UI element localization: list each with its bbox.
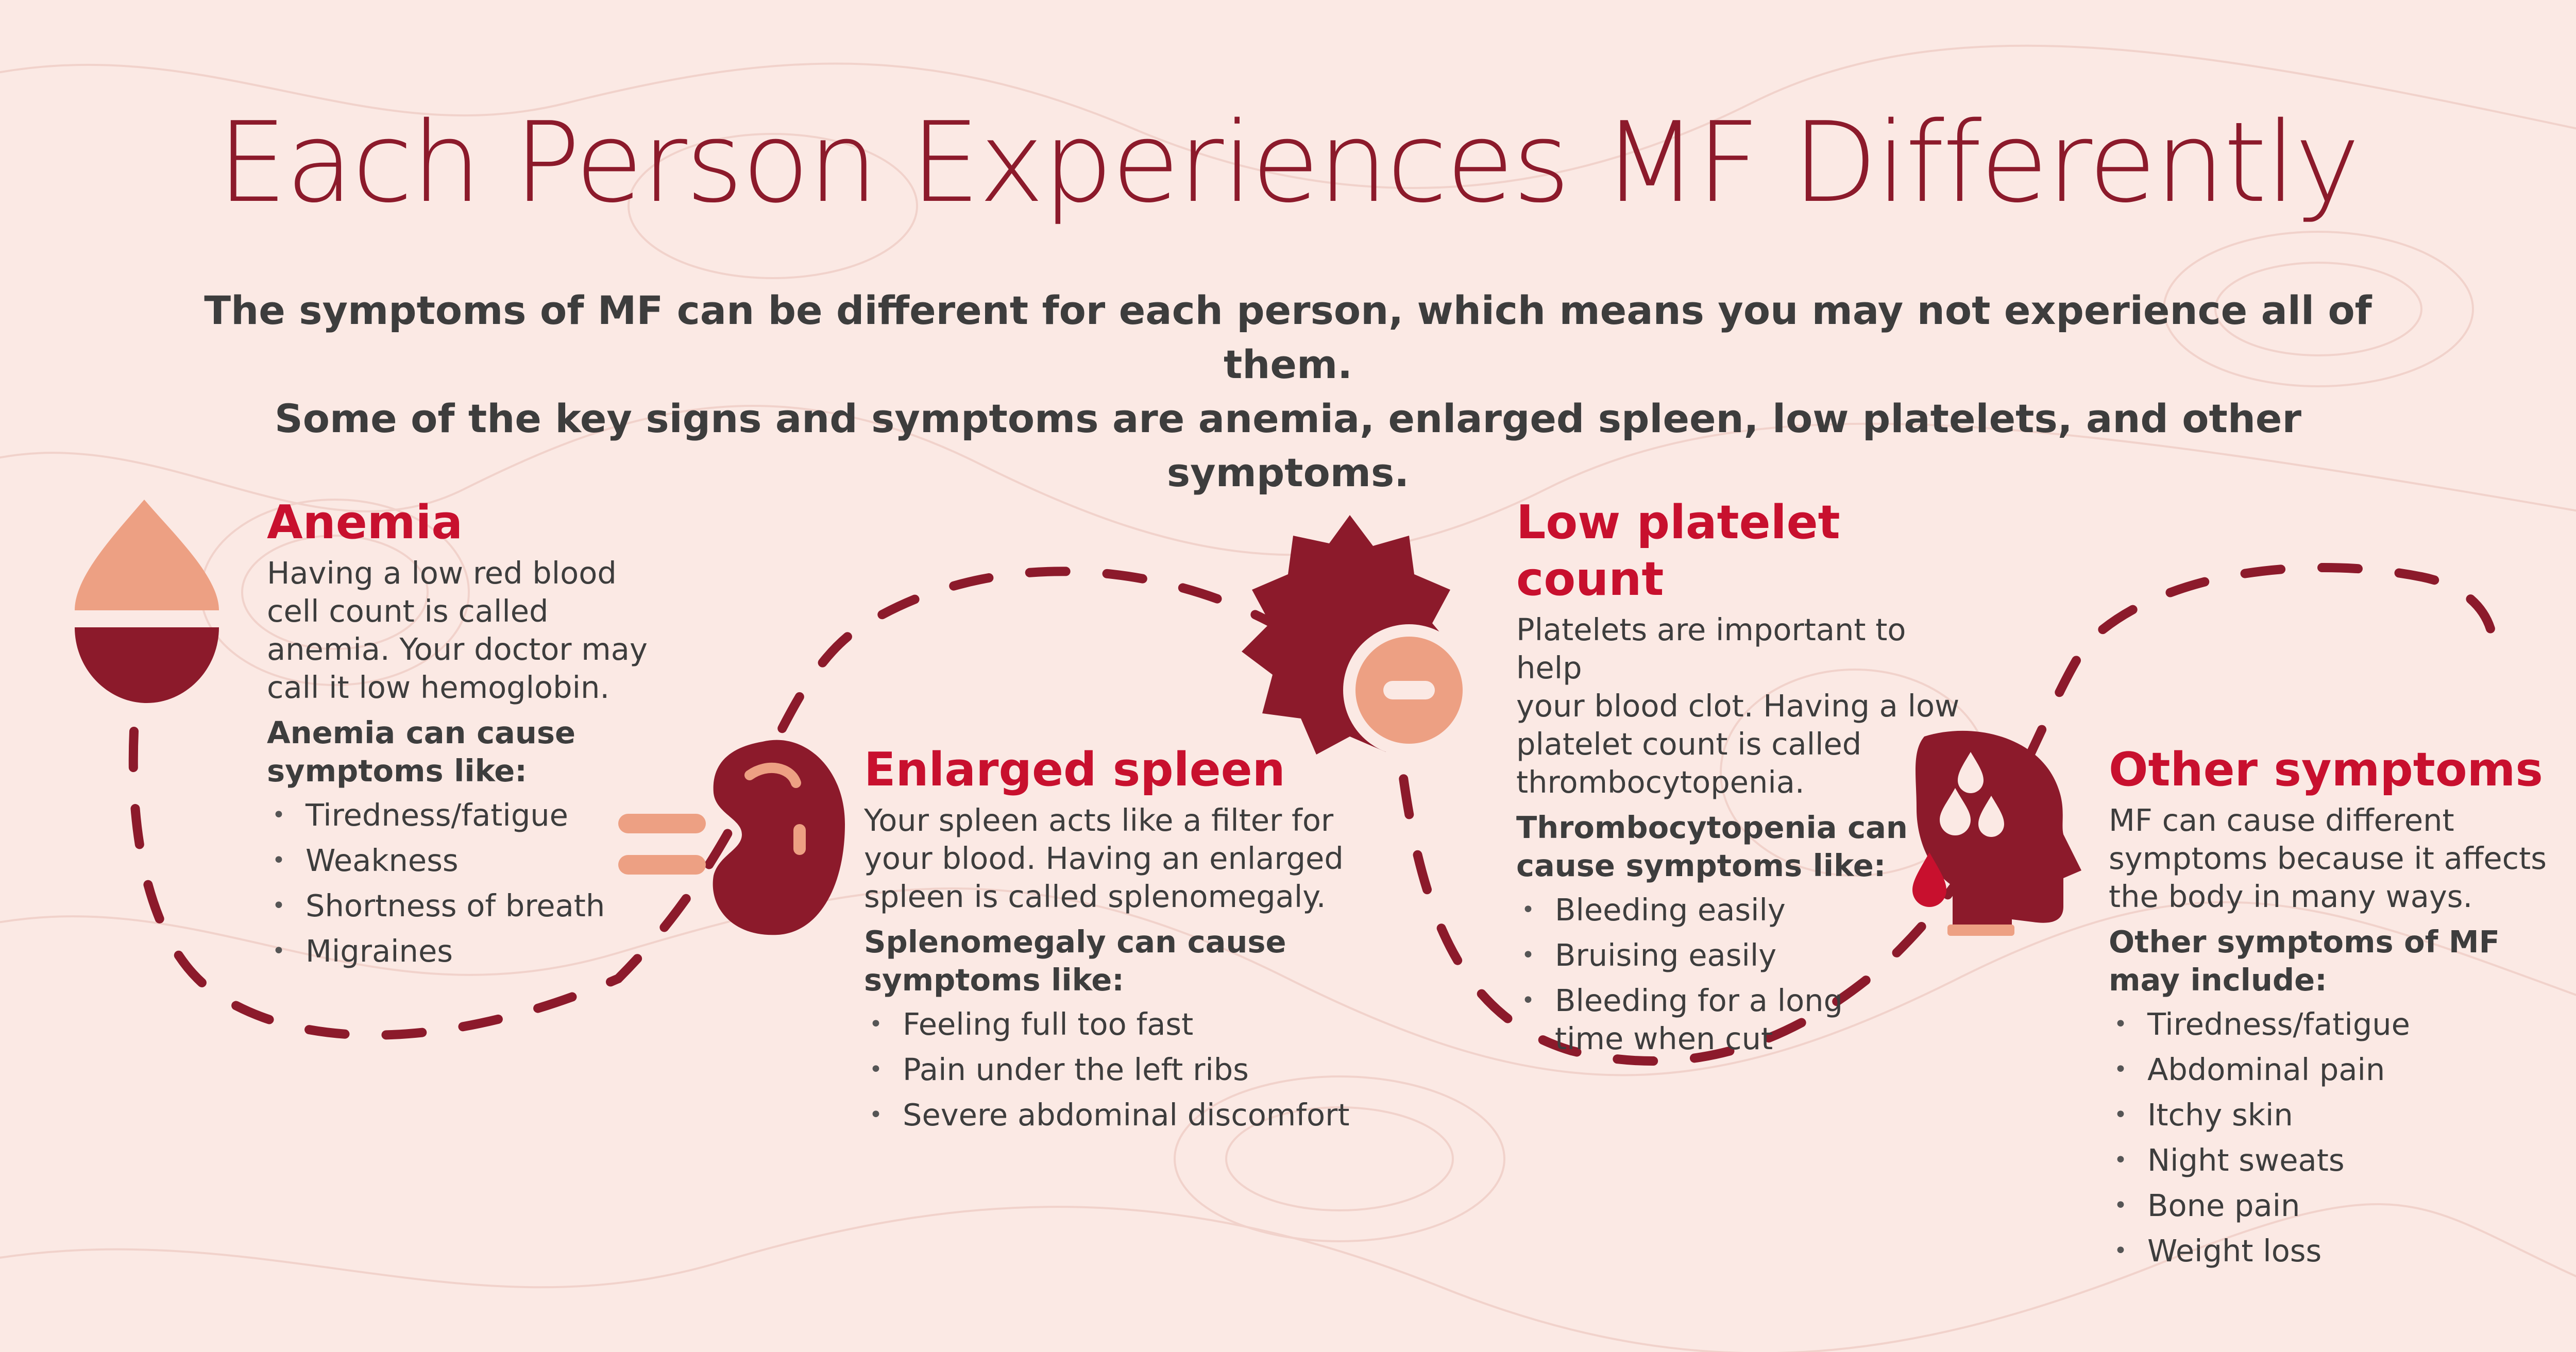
- other-description: MF can cause different symptoms because …: [2109, 801, 2562, 916]
- list-item: Feeling full too fast: [864, 1005, 1379, 1043]
- platelet-section: Low platelet count Platelets are importa…: [1516, 494, 1980, 1065]
- list-item: Itchy skin: [2109, 1096, 2562, 1134]
- spleen-sub-line: symptoms like:: [864, 962, 1124, 998]
- platelet-subheading: Thrombocytopenia can cause symptoms like…: [1516, 809, 1980, 885]
- intro-line-2: Some of the key signs and symptoms are a…: [275, 396, 2301, 495]
- anemia-desc-line: cell count is called: [267, 593, 549, 629]
- list-item: Bone pain: [2109, 1187, 2562, 1225]
- spleen-description: Your spleen acts like a filter for your …: [864, 801, 1379, 916]
- anemia-symptom-list: Tiredness/fatigue Weakness Shortness of …: [267, 796, 658, 970]
- blood-drop-icon: [75, 500, 219, 703]
- list-item: Tiredness/fatigue: [267, 796, 658, 834]
- list-item: Pain under the left ribs: [864, 1051, 1379, 1089]
- platelet-desc-line: thrombocytopenia.: [1516, 764, 1805, 800]
- list-item: Weight loss: [2109, 1232, 2562, 1270]
- intro-line-1: The symptoms of MF can be different for …: [204, 287, 2372, 387]
- list-item: Bruising easily: [1516, 936, 1980, 974]
- list-item: Night sweats: [2109, 1141, 2562, 1179]
- anemia-sub-line: symptoms like:: [267, 753, 527, 789]
- anemia-desc-line: call it low hemoglobin.: [267, 670, 610, 705]
- list-item: Tiredness/fatigue: [2109, 1005, 2562, 1043]
- other-section: Other symptoms MF can cause different sy…: [2109, 742, 2562, 1277]
- platelet-minus-icon: [1242, 515, 1475, 756]
- platelet-sub-line: cause symptoms like:: [1516, 848, 1886, 883]
- anemia-desc-line: anemia. Your doctor may: [267, 631, 648, 667]
- list-item: Bleeding easily: [1516, 891, 1980, 929]
- spleen-subheading: Splenomegaly can cause symptoms like:: [864, 923, 1379, 999]
- other-subheading: Other symptoms of MF may include:: [2109, 923, 2562, 999]
- list-item: Weakness: [267, 842, 658, 880]
- spleen-desc-line: spleen is called splenomegaly.: [864, 879, 1326, 914]
- other-sub-line: Other symptoms of MF: [2109, 924, 2500, 960]
- platelet-desc-line: Platelets are important to help: [1516, 612, 1906, 686]
- platelet-desc-line: platelet count is called: [1516, 726, 1862, 762]
- other-desc-line: the body in many ways.: [2109, 879, 2473, 914]
- anemia-desc-line: Having a low red blood: [267, 555, 617, 591]
- page-title: Each Person Experiences MF Differently: [217, 98, 2361, 227]
- spleen-desc-line: your blood. Having an enlarged: [864, 841, 1344, 876]
- spleen-symptom-list: Feeling full too fast Pain under the lef…: [864, 1005, 1379, 1134]
- platelet-description: Platelets are important to help your blo…: [1516, 611, 1980, 801]
- platelet-desc-line: your blood clot. Having a low: [1516, 688, 1960, 724]
- anemia-description: Having a low red blood cell count is cal…: [267, 554, 658, 707]
- spleen-heading: Enlarged spleen: [864, 743, 1285, 797]
- anemia-heading: Anemia: [267, 495, 463, 550]
- platelet-heading: Low platelet count: [1516, 495, 1840, 606]
- list-item: Shortness of breath: [267, 887, 658, 925]
- other-symptom-list: Tiredness/fatigue Abdominal pain Itchy s…: [2109, 1005, 2562, 1270]
- list-item: Bleeding for a long time when cut: [1516, 982, 1980, 1058]
- spleen-desc-line: Your spleen acts like a filter for: [864, 802, 1334, 838]
- anemia-sub-line: Anemia can cause: [267, 715, 575, 750]
- list-item: Migraines: [267, 932, 658, 970]
- spleen-sub-line: Splenomegaly can cause: [864, 924, 1286, 960]
- platelet-sub-line: Thrombocytopenia can: [1516, 810, 1908, 845]
- platelet-symptom-list: Bleeding easily Bruising easily Bleeding…: [1516, 891, 1980, 1058]
- other-desc-line: symptoms because it affects: [2109, 841, 2547, 876]
- list-item: Abdominal pain: [2109, 1051, 2562, 1089]
- other-sub-line: may include:: [2109, 962, 2327, 998]
- other-desc-line: MF can cause different: [2109, 802, 2454, 838]
- anemia-section: Anemia Having a low red blood cell count…: [267, 494, 658, 978]
- list-item: Severe abdominal discomfort: [864, 1096, 1379, 1134]
- intro-text: The symptoms of MF can be different for …: [155, 283, 2421, 500]
- spleen-section: Enlarged spleen Your spleen acts like a …: [864, 742, 1379, 1141]
- anemia-subheading: Anemia can cause symptoms like:: [267, 714, 658, 790]
- other-heading: Other symptoms: [2109, 743, 2544, 797]
